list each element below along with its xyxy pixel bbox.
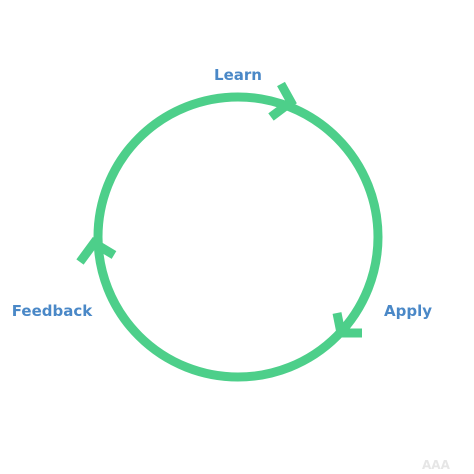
cycle-ring: [93, 92, 383, 382]
learn-label: Learn: [214, 66, 262, 84]
feedback-arrow-icon: [76, 237, 117, 265]
apply-label: Apply: [384, 302, 432, 320]
feedback-label: Feedback: [12, 302, 93, 320]
apply-arrow-icon: [332, 312, 362, 338]
watermark: AAA: [422, 458, 451, 472]
learn-arrow-icon: [268, 81, 297, 121]
